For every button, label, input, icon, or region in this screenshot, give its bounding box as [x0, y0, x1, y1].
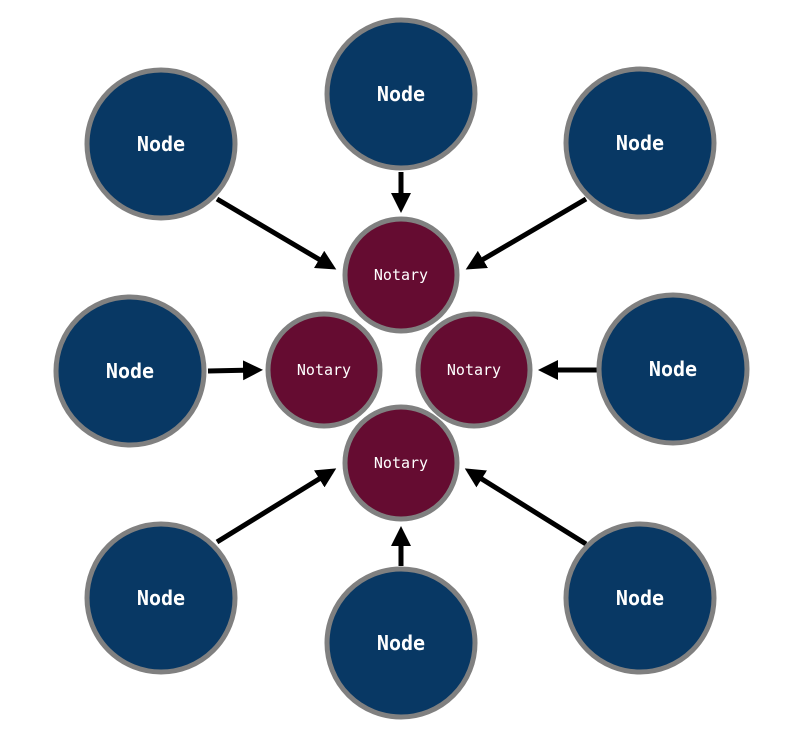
node-left-circle — [53, 294, 207, 448]
node-bottom-label: Node — [377, 631, 425, 655]
notary-bottom-circle — [342, 404, 460, 522]
node-top-right: Node — [563, 66, 717, 220]
notary-left: Notary — [265, 311, 383, 429]
notary-left-circle — [265, 311, 383, 429]
node-bottom-right-circle — [563, 521, 717, 675]
node-bottom-right-label: Node — [616, 586, 664, 610]
node-left-label: Node — [106, 359, 154, 383]
node-top: Node — [324, 17, 478, 171]
arrow-node-top-right-to-notary-top — [465, 196, 588, 270]
arrow-node-top-left-to-notary-top — [215, 196, 337, 270]
node-right-circle — [596, 292, 750, 446]
node-right-label: Node — [649, 357, 697, 381]
node-right: Node — [596, 292, 750, 446]
node-bottom-circle — [324, 566, 478, 720]
notary-bottom-label: Notary — [374, 454, 428, 472]
node-bottom-left-label: Node — [137, 586, 185, 610]
notary-bottom: Notary — [342, 404, 460, 522]
node-left: Node — [53, 294, 207, 448]
node-top-circle — [324, 17, 478, 171]
arrow-node-bottom-right-to-notary-bottom — [464, 468, 588, 547]
node-bottom-left: Node — [84, 521, 238, 675]
node-top-left: Node — [84, 67, 238, 221]
notary-left-label: Notary — [297, 361, 351, 379]
notary-top: Notary — [342, 216, 460, 334]
notary-right: Notary — [415, 311, 533, 429]
node-top-right-circle — [563, 66, 717, 220]
node-top-right-label: Node — [616, 131, 664, 155]
node-bottom-left-circle — [84, 521, 238, 675]
notary-top-label: Notary — [374, 266, 428, 284]
node-top-left-circle — [84, 67, 238, 221]
node-top-label: Node — [377, 82, 425, 106]
arrow-node-bottom-left-to-notary-bottom — [215, 468, 337, 545]
node-bottom: Node — [324, 566, 478, 720]
arrows — [207, 172, 597, 566]
node-top-left-label: Node — [137, 132, 185, 156]
node-bottom-right: Node — [563, 521, 717, 675]
arrow-node-left-to-notary-left — [207, 360, 263, 381]
notary-top-circle — [342, 216, 460, 334]
notary-right-label: Notary — [447, 361, 501, 379]
notary-right-circle — [415, 311, 533, 429]
